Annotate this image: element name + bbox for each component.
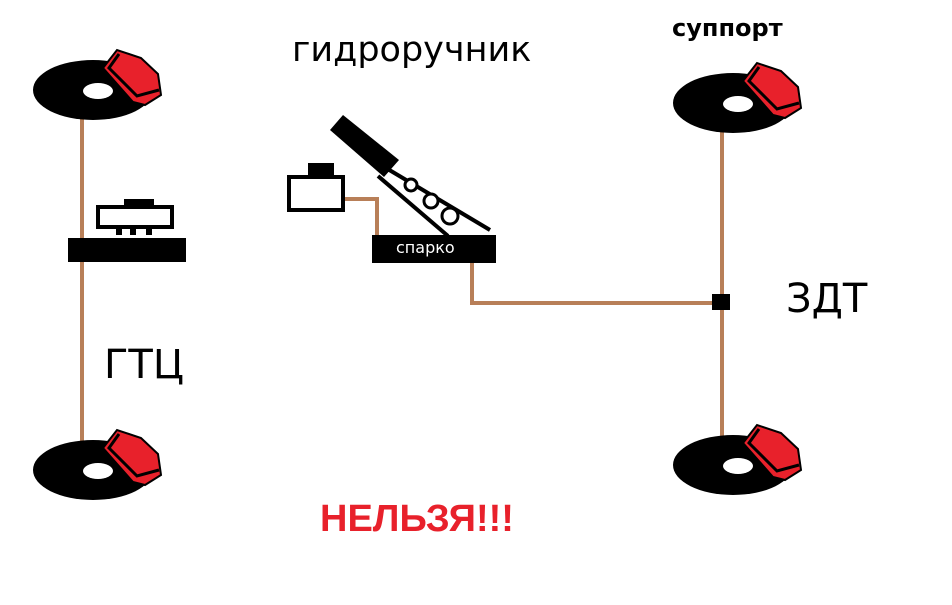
front-left-wheel bbox=[33, 48, 163, 120]
disc-hub bbox=[83, 83, 113, 99]
master-cylinder bbox=[68, 199, 186, 262]
valve-block-label: спарко bbox=[396, 238, 455, 257]
reservoir-to-valve-line bbox=[343, 197, 379, 240]
warning-label: НЕЛЬЗЯ!!! bbox=[320, 498, 514, 540]
front-right-wheel bbox=[673, 61, 803, 133]
wheels bbox=[33, 48, 803, 500]
caliper-label: суппорт bbox=[672, 14, 783, 42]
handbrake-label: гидроручник bbox=[292, 30, 532, 70]
brake-lines bbox=[80, 83, 753, 471]
brake-caliper bbox=[741, 61, 803, 120]
caliper-edge bbox=[107, 53, 160, 98]
valve-to-tee-line bbox=[470, 256, 724, 305]
brake-caliper bbox=[101, 428, 163, 487]
brake-caliper bbox=[741, 423, 803, 482]
caliper-edge bbox=[747, 66, 800, 111]
rear-right-wheel bbox=[673, 423, 803, 495]
handbrake-lever bbox=[330, 115, 492, 238]
left-brake-line bbox=[80, 83, 119, 471]
disc-hub bbox=[723, 458, 753, 474]
brake-caliper bbox=[101, 48, 163, 107]
master-cylinder-label: ГТЦ bbox=[104, 342, 184, 388]
fluid-reservoir bbox=[287, 163, 345, 212]
rear-cylinder-label: ЗДТ bbox=[786, 276, 868, 322]
caliper-edge bbox=[107, 433, 160, 478]
valve-block bbox=[372, 235, 496, 263]
tee-fitting bbox=[712, 294, 730, 310]
disc-hub bbox=[723, 96, 753, 112]
disc-hub bbox=[83, 463, 113, 479]
rear-left-wheel bbox=[33, 428, 163, 500]
right-brake-line bbox=[720, 97, 753, 465]
caliper-edge bbox=[747, 428, 800, 473]
